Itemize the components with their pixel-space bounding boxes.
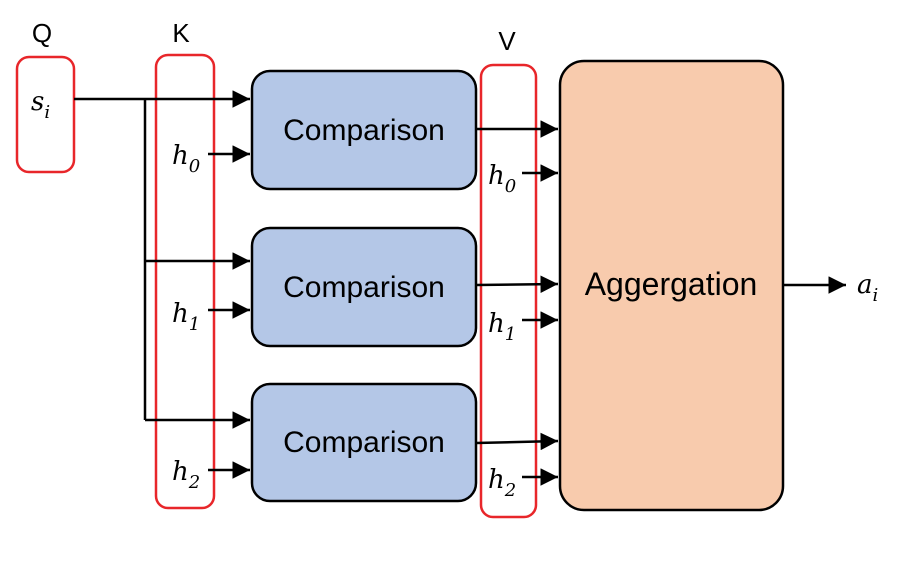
query-input-label: si bbox=[31, 87, 50, 123]
key-h2-label: h2 bbox=[172, 457, 200, 493]
q-group-outline bbox=[15, 55, 76, 174]
comparison-block-2-label: Comparison bbox=[283, 271, 445, 304]
k-group-label: K bbox=[172, 18, 190, 48]
query-connectors bbox=[74, 90, 250, 429]
q-group-label: Q bbox=[32, 18, 52, 48]
value-h0-label: h0 bbox=[488, 161, 516, 197]
comparison-block-1-label: Comparison bbox=[283, 114, 445, 147]
value-h1-label: h1 bbox=[488, 309, 516, 345]
output-label: ai bbox=[857, 270, 878, 306]
value-arrows bbox=[522, 164, 558, 486]
comparison-output-arrows bbox=[475, 120, 559, 451]
comparison-block-3-label: Comparison bbox=[283, 426, 445, 459]
aggregation-block-label: Aggergation bbox=[585, 266, 758, 302]
key-h1-label: h1 bbox=[172, 299, 200, 335]
k-group-outline bbox=[154, 53, 216, 510]
key-h0-label: h0 bbox=[172, 141, 200, 177]
value-h2-label: h2 bbox=[488, 465, 516, 501]
v-group-label: V bbox=[498, 26, 516, 56]
comparison-block-2 bbox=[250, 226, 478, 348]
key-arrows bbox=[208, 145, 250, 479]
v-group-outline bbox=[479, 63, 538, 519]
